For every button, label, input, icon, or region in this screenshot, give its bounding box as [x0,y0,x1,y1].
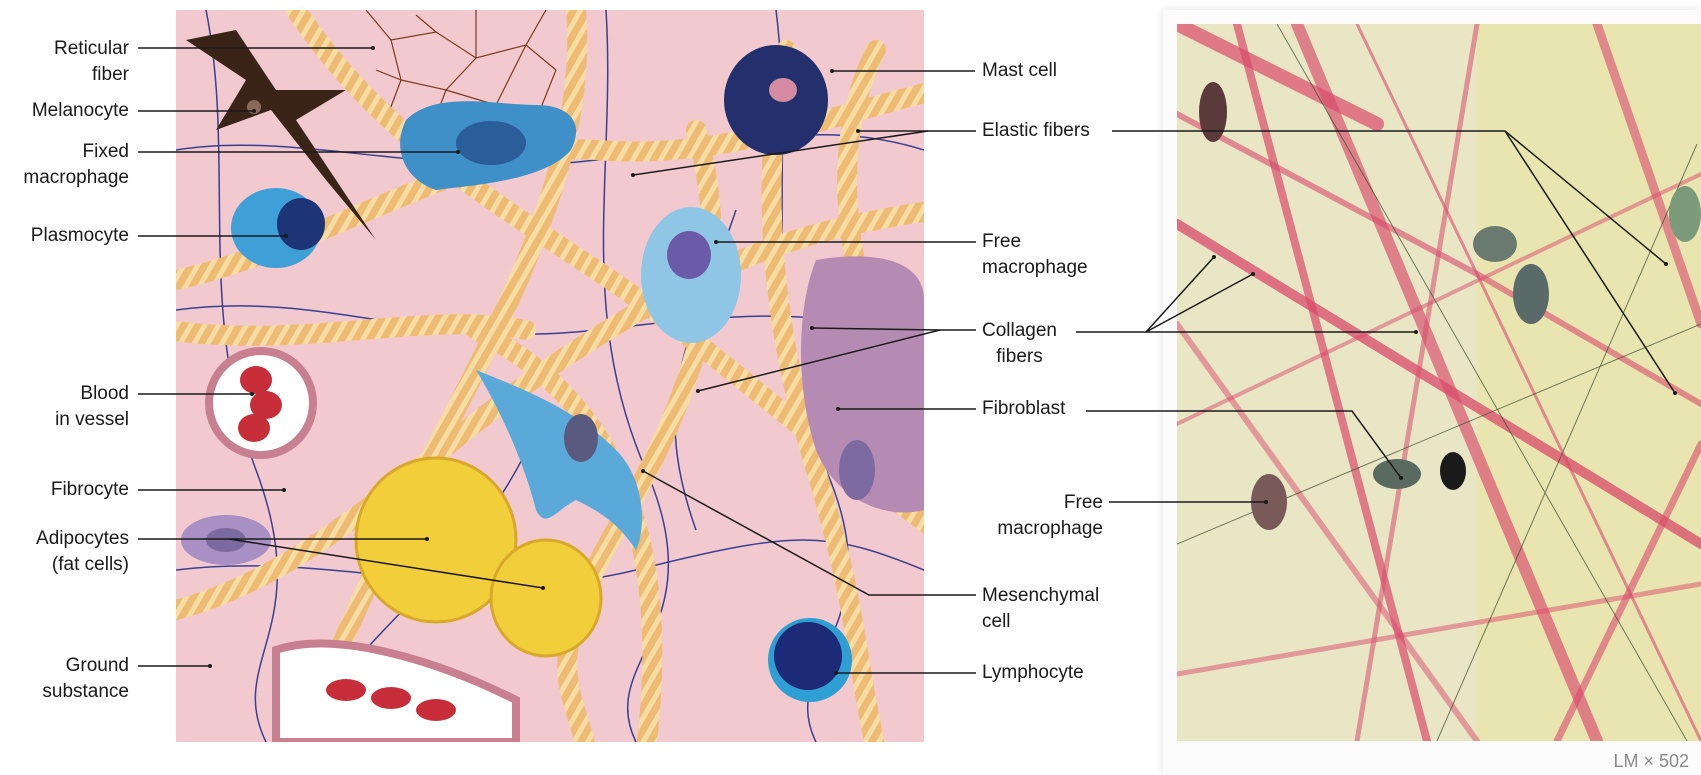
leader-mesenchymal [643,471,976,595]
leader-fibroblast-photo [1086,411,1401,478]
leader-collagen-photo-3 [1146,274,1253,332]
leader-elastic-fibers-2 [633,131,928,175]
label-melanocyte: Melanocyte [32,98,129,124]
leader-collagen-1 [812,328,976,330]
leader-collagen-photo-2 [1146,257,1214,332]
leader-adipocytes-2 [229,539,543,588]
label-lymphocyte: Lymphocyte [982,660,1084,686]
leader-collagen-2 [698,330,940,391]
label-adipocytes: Adipocytes(fat cells) [36,526,129,578]
leader-elastic-fibers-photo-2 [1505,131,1675,393]
label-fibrocyte: Fibrocyte [51,477,129,503]
label-plasmocyte: Plasmocyte [31,223,129,249]
label-fibroblast: Fibroblast [982,396,1065,422]
label-elastic-fibers: Elastic fibers [982,118,1090,144]
magnification-label: LM × 502 [1613,751,1689,772]
leader-elastic-fibers-photo [1112,131,1666,264]
label-mast-cell: Mast cell [982,58,1057,84]
